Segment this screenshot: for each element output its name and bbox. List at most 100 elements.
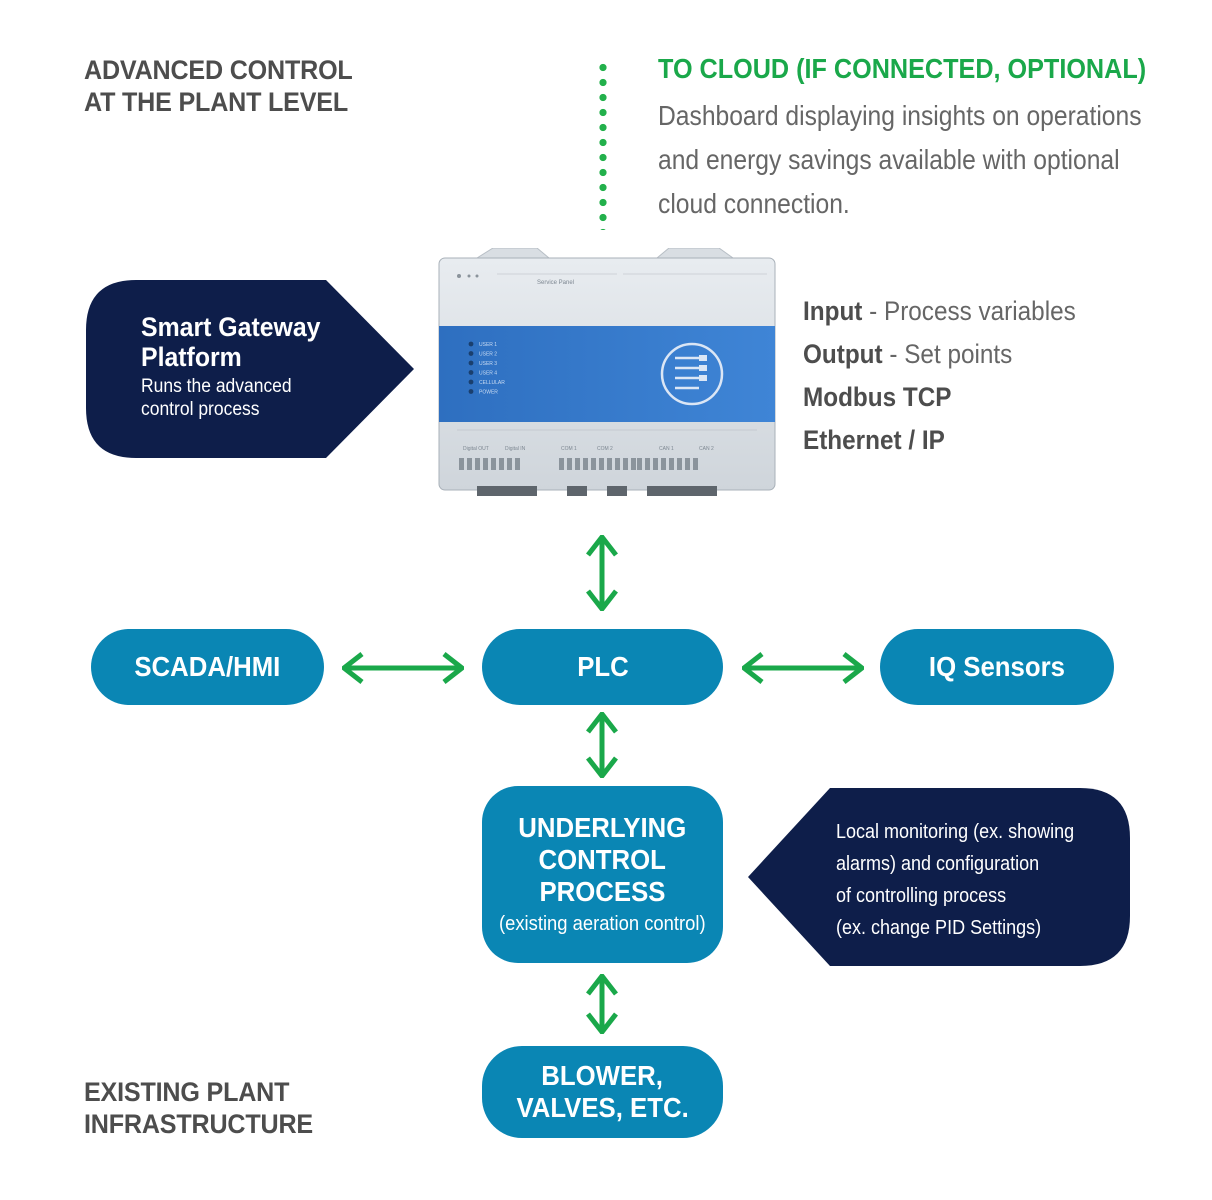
gateway-subtitle-line: control process <box>141 399 260 420</box>
device-terminal <box>607 458 612 470</box>
heading-line: INFRASTRUCTURE <box>84 1109 313 1139</box>
device-led <box>468 360 474 366</box>
device-terminal <box>645 458 650 470</box>
local-callout-line: Local monitoring (ex. showing <box>836 821 1075 843</box>
cloud-description-line: Dashboard displaying insights on operati… <box>658 100 1142 131</box>
device-terminal <box>677 458 682 470</box>
cloud-description-line: and energy savings available with option… <box>658 144 1120 175</box>
arrow-gateway-plc <box>586 535 618 611</box>
device-terminal <box>669 458 674 470</box>
device-led-label: CELLULAR <box>479 380 505 386</box>
device-port-label: COM 1 <box>561 446 577 452</box>
device-terminal <box>559 458 564 470</box>
gateway-title-line: Smart Gateway <box>141 312 321 342</box>
io-list: Input - Process variables Output - Set p… <box>803 290 1076 462</box>
local-callout-line: of controlling process <box>836 885 1007 907</box>
node-plc: PLC <box>482 629 723 705</box>
device-led-label: USER 1 <box>479 342 497 348</box>
arrow-scada-plc <box>342 652 464 684</box>
node-blower-valves: BLOWER, VALVES, ETC. <box>482 1046 723 1138</box>
cloud-description: Dashboard displaying insights on operati… <box>658 94 1151 226</box>
heading-advanced-control: ADVANCED CONTROL AT THE PLANT LEVEL <box>84 54 353 118</box>
device-led <box>468 351 474 356</box>
gateway-subtitle-line: Runs the advanced <box>141 376 292 397</box>
heading-line: EXISTING PLANT <box>84 1077 290 1107</box>
io-item-output: Output - Set points <box>803 339 1013 369</box>
device-connector-group <box>459 458 698 470</box>
arrow-plc-underlying <box>586 712 618 778</box>
device-terminal <box>599 458 604 470</box>
device-terminal <box>661 458 666 470</box>
device-port-label: CAN 2 <box>699 446 714 452</box>
device-terminal <box>623 458 628 470</box>
device-led-label: USER 3 <box>479 361 497 367</box>
device-led <box>468 370 474 375</box>
device-led <box>468 341 474 347</box>
device-terminal <box>459 458 464 470</box>
io-item-modbus: Modbus TCP <box>803 382 952 412</box>
device-terminal <box>575 458 580 470</box>
device-terminal <box>499 458 504 470</box>
device-terminal <box>631 458 636 470</box>
device-led <box>468 389 474 394</box>
device-terminal <box>491 458 496 470</box>
cloud-description-line: cloud connection. <box>658 188 850 219</box>
device-terminal <box>693 458 698 470</box>
device-led-label: USER 2 <box>479 352 497 358</box>
device-terminal <box>591 458 596 470</box>
cloud-dotted-line <box>598 60 608 230</box>
gateway-callout: Smart Gateway Platform Runs the advanced… <box>86 280 416 458</box>
device-terminal <box>583 458 588 470</box>
heading-existing-infrastructure: EXISTING PLANT INFRASTRUCTURE <box>84 1076 313 1140</box>
gateway-title-line: Platform <box>141 342 242 372</box>
device-led <box>468 379 474 385</box>
io-item-input: Input - Process variables <box>803 296 1076 326</box>
device-terminal <box>637 458 642 470</box>
heading-line: ADVANCED CONTROL <box>84 55 353 85</box>
node-plc-label: PLC <box>576 651 629 682</box>
node-underlying-line: UNDERLYING <box>518 811 687 843</box>
device-terminal <box>653 458 658 470</box>
node-scada-hmi: SCADA/HMI <box>91 629 324 705</box>
device-terminal <box>483 458 488 470</box>
local-callout-shape <box>748 788 1130 966</box>
device-terminal <box>615 458 620 470</box>
node-underlying-subtitle: (existing aeration control) <box>499 912 706 935</box>
local-callout-line: alarms) and configuration <box>836 853 1040 875</box>
device-terminal <box>685 458 690 470</box>
node-scada-label: SCADA/HMI <box>134 651 281 682</box>
local-callout-text: Local monitoring (ex. showing alarms) an… <box>836 816 1074 944</box>
node-underlying-control: UNDERLYING CONTROL PROCESS (existing aer… <box>482 786 723 963</box>
device-service-panel-label: Service Panel <box>537 280 574 286</box>
device-port-label: CAN 1 <box>659 446 674 452</box>
device-terminal <box>475 458 480 470</box>
gateway-callout-shape <box>86 280 414 458</box>
device-led-label: USER 4 <box>479 371 497 377</box>
node-underlying-line: CONTROL <box>538 843 667 875</box>
cloud-title: TO CLOUD (IF CONNECTED, OPTIONAL) <box>658 53 1147 84</box>
node-iq-label: IQ Sensors <box>928 651 1066 682</box>
device-led-group: USER 1 USER 2 USER 3 USER 4 CELLULAR POWER <box>468 341 505 396</box>
local-monitoring-callout: Local monitoring (ex. showing alarms) an… <box>746 788 1130 966</box>
gateway-device-image: Service Panel USER 1 USER 2 USER 3 USER 4 CE… <box>438 248 776 496</box>
device-port-label: Digital IN <box>505 446 526 452</box>
node-iq-sensors: IQ Sensors <box>880 629 1114 705</box>
local-callout-line: (ex. change PID Settings) <box>836 917 1042 939</box>
device-terminal <box>467 458 472 470</box>
device-bottom-label-group: Digital OUT Digital IN COM 1 COM 2 CAN 1 CAN … <box>463 446 714 452</box>
device-port-label: Digital OUT <box>463 446 489 452</box>
device-terminal <box>567 458 572 470</box>
device-port-label: COM 2 <box>597 446 613 452</box>
node-blower-line: VALVES, ETC. <box>516 1092 689 1123</box>
device-led-label: POWER <box>479 390 498 396</box>
arrow-plc-iq <box>742 652 864 684</box>
device-terminal <box>515 458 520 470</box>
gateway-subtitle: Runs the advanced control process <box>141 375 320 421</box>
device-terminal <box>507 458 512 470</box>
arrow-underlying-blower <box>586 974 618 1034</box>
node-underlying-line: PROCESS <box>539 875 666 907</box>
io-item-ethernet: Ethernet / IP <box>803 425 945 455</box>
heading-line: AT THE PLANT LEVEL <box>84 87 349 117</box>
node-blower-line: BLOWER, <box>541 1060 664 1091</box>
gateway-title: Smart Gateway Platform <box>141 312 320 372</box>
